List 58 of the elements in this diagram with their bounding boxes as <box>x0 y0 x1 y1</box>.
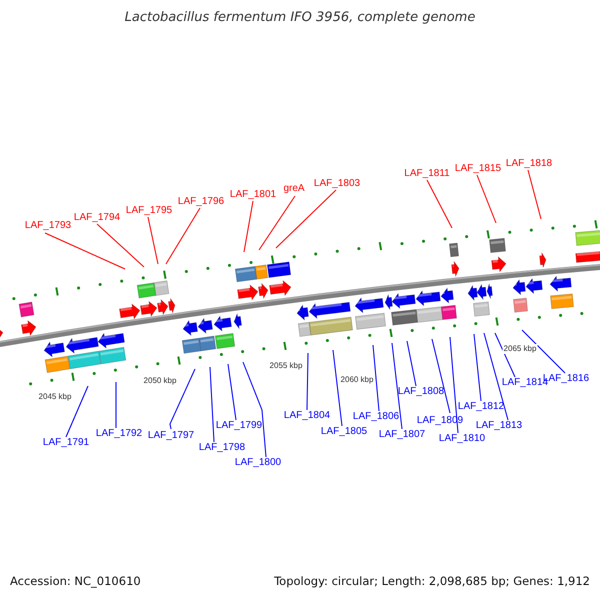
gene-label: greA <box>283 183 305 195</box>
gene-label: LAF_1800 <box>234 457 282 469</box>
leader-line <box>210 366 214 442</box>
gene-label: LAF_1791 <box>42 437 90 449</box>
gene-label: LAF_1798 <box>198 442 246 454</box>
gene-label: LAF_1801 <box>230 189 276 201</box>
gene-label: LAF_1815 <box>454 163 502 175</box>
gene-label: LAF_1799 <box>216 420 262 432</box>
gene-label: LAF_1804 <box>284 410 330 422</box>
gene-label: LAF_1818 <box>506 158 552 170</box>
gene-label: LAF_1810 <box>438 433 486 445</box>
leader-line <box>484 332 508 420</box>
gene-label: LAF_1812 <box>458 401 504 413</box>
leader-line <box>372 344 380 412</box>
gene-label: LAF_1796 <box>178 196 224 208</box>
leader-line <box>450 336 458 434</box>
leader-line <box>306 352 308 410</box>
leader-line <box>432 338 450 414</box>
leader-line <box>96 224 144 268</box>
leader-line <box>276 190 336 248</box>
leader-line <box>528 170 542 220</box>
gene-label: LAF_1794 <box>74 212 120 224</box>
scale-label: 2065 kbp <box>502 344 538 354</box>
footer-text: Topology: circular; Length: 2,098,685 bp; Genes: 1,912 <box>274 574 590 588</box>
leader-line <box>392 342 402 430</box>
leader-line <box>244 200 254 252</box>
leader-line <box>522 330 566 374</box>
gene-label: LAF_1806 <box>352 411 400 423</box>
scale-label: 2060 kbp <box>340 375 374 385</box>
scale-label: 2045 kbp <box>38 392 72 402</box>
gene-label: LAF_1808 <box>398 386 444 398</box>
gene-label: LAF_1805 <box>320 426 368 438</box>
leader-line <box>474 334 482 402</box>
leader-line <box>406 340 416 386</box>
leader-line <box>494 332 516 378</box>
leader-line <box>228 364 236 420</box>
leader-line <box>476 174 496 224</box>
gene-label: LAF_1811 <box>404 168 450 180</box>
scale-label: 2055 kbp <box>268 361 304 371</box>
leader-line <box>258 196 296 250</box>
gene-label: LAF_1813 <box>476 420 522 432</box>
leader-line <box>166 208 200 264</box>
leader-line <box>148 216 158 264</box>
leader-line <box>66 386 88 438</box>
gene-label: LAF_1793 <box>24 220 72 232</box>
leader-line <box>426 180 452 228</box>
leader-line <box>332 350 342 426</box>
gene-label: LAF_1797 <box>148 430 194 442</box>
gene-label: LAF_1792 <box>96 428 142 440</box>
leader-line <box>169 368 196 430</box>
leader-line <box>242 362 266 458</box>
gene-label: LAF_1807 <box>378 429 426 441</box>
leader-line <box>44 232 126 270</box>
gene-label: LAF_1803 <box>314 178 360 190</box>
title: Lactobacillus fermentum IFO 3956, complete genome <box>124 10 476 25</box>
scale-label: 2050 kbp <box>142 376 178 386</box>
gene-label: LAF_1795 <box>126 205 172 217</box>
footer-text: Accession: NC_010610 <box>10 574 141 588</box>
